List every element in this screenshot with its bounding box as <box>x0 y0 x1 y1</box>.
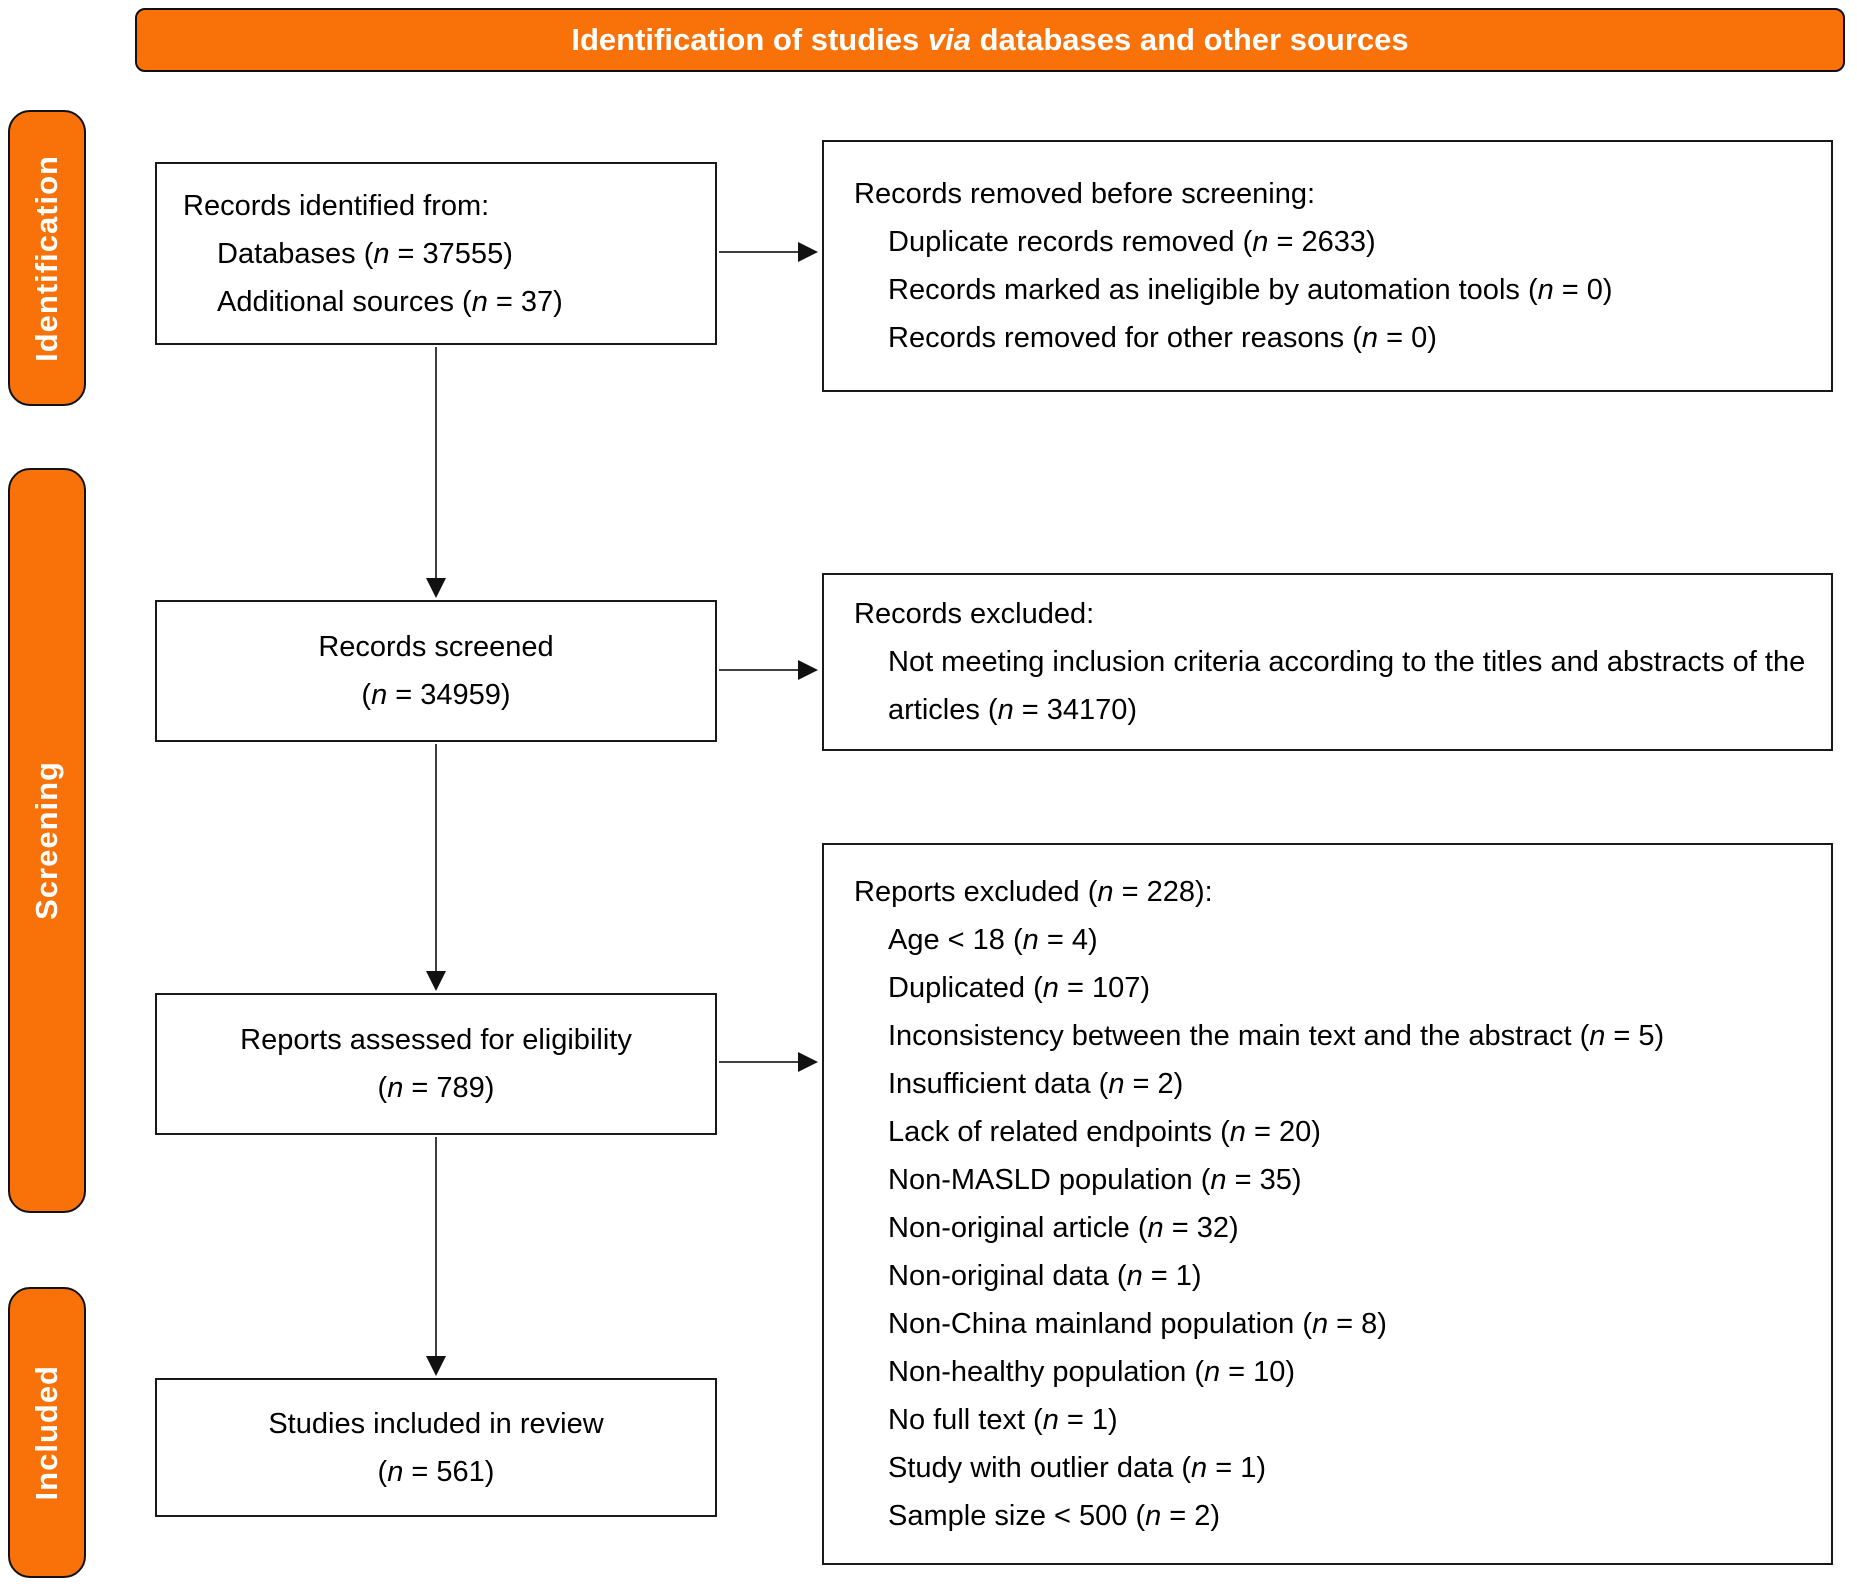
box-records-excluded: Records excluded: Not meeting inclusion … <box>822 573 1833 751</box>
exclusion-reason: Non-original data (n = 1) <box>888 1260 1202 1292</box>
exclusion-reason: Sample size < 500 (n = 2) <box>888 1500 1221 1532</box>
exclusion-reason: Duplicate records removed (n = 2633) <box>888 226 1376 258</box>
exclusion-reason: Records marked as ineligible by automati… <box>888 274 1613 306</box>
box-reports-excluded: Reports excluded (n = 228): Age < 18 (n … <box>822 843 1833 1565</box>
exclusion-reason: No full text (n = 1) <box>888 1404 1118 1436</box>
stage-label-identification: Identification <box>29 154 64 362</box>
exclusion-reason: Age < 18 (n = 4) <box>888 924 1098 956</box>
box-records-identified: Records identified from: Databases (n = … <box>155 162 717 345</box>
box-line: (n = 561) <box>377 1455 495 1488</box>
exclusion-reason: Study with outlier data (n = 1) <box>888 1452 1267 1484</box>
stage-bar-included: Included <box>8 1287 86 1578</box>
exclusion-reason: Non-original article (n = 32) <box>888 1212 1239 1244</box>
box-line: Studies included in review <box>268 1407 604 1440</box>
stage-label-included: Included <box>29 1364 64 1501</box>
box-line: Records screened <box>318 631 554 663</box>
exclusion-reason: Inconsistency between the main text and … <box>888 1020 1665 1052</box>
box-line: Additional sources (n = 37) <box>217 285 563 318</box>
exclusion-reason: Duplicated (n = 107) <box>888 972 1150 1004</box>
box-reports-assessed: Reports assessed for eligibility (n = 78… <box>155 993 717 1135</box>
box-header: Records identified from: <box>183 189 490 222</box>
diagram-title: Identification of studies via databases … <box>571 22 1409 57</box>
exclusion-reason: Lack of related endpoints (n = 20) <box>888 1116 1321 1148</box>
box-line: (n = 34959) <box>361 679 511 711</box>
box-header: Reports excluded (n = 228): <box>854 876 1213 908</box>
box-header: Records excluded: <box>854 598 1095 630</box>
exclusion-reason: Not meeting inclusion criteria according… <box>888 646 1806 726</box>
exclusion-reason: Non-healthy population (n = 10) <box>888 1356 1296 1388</box>
box-records-removed-before-screening: Records removed before screening: Duplic… <box>822 140 1833 392</box>
title-banner: Identification of studies via databases … <box>135 8 1845 72</box>
exclusion-reason: Insufficient data (n = 2) <box>888 1068 1184 1100</box>
exclusion-reason: Records removed for other reasons (n = 0… <box>888 322 1437 354</box>
exclusion-reason: Non-China mainland population (n = 8) <box>888 1308 1387 1340</box>
box-line: Databases (n = 37555) <box>217 237 513 270</box>
box-line: Reports assessed for eligibility <box>240 1024 632 1056</box>
stage-label-screening: Screening <box>29 761 64 920</box>
box-records-screened: Records screened (n = 34959) <box>155 600 717 742</box>
box-header: Records removed before screening: <box>854 178 1316 210</box>
stage-bar-identification: Identification <box>8 110 86 406</box>
exclusion-reason: Non-MASLD population (n = 35) <box>888 1164 1302 1196</box>
stage-bar-screening: Screening <box>8 468 86 1213</box>
box-line: (n = 789) <box>377 1072 495 1104</box>
box-studies-included: Studies included in review (n = 561) <box>155 1378 717 1517</box>
